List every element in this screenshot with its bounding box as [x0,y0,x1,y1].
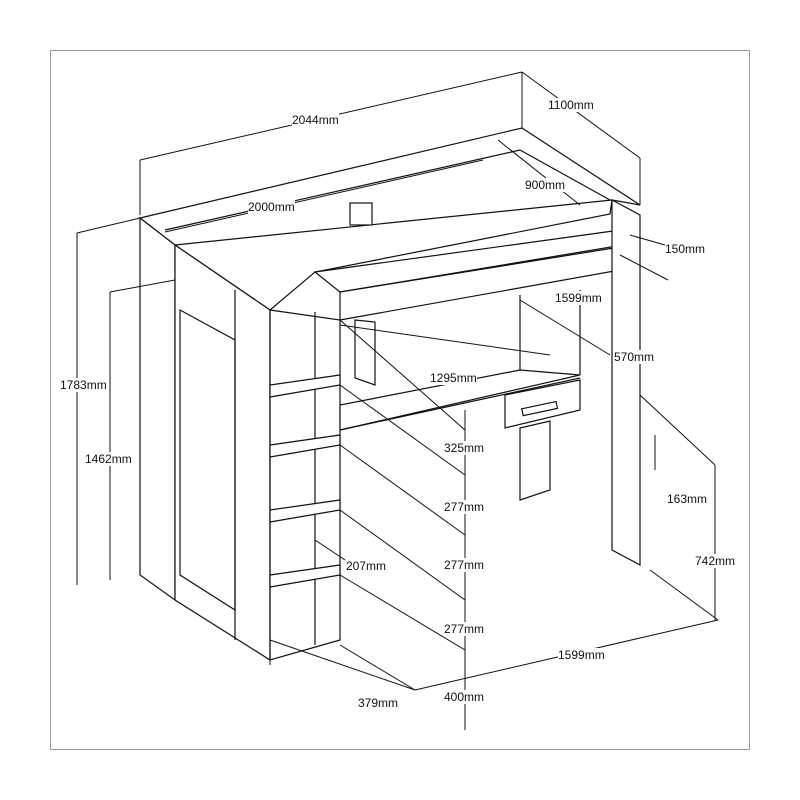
label-shelf-2: 277mm [444,500,485,514]
label-desk-length: 1295mm [430,371,477,385]
drawing-frame [50,50,750,750]
label-mattress-depth: 900mm [525,178,566,192]
label-drawer-height: 163mm [667,492,708,506]
label-shelf-1: 325mm [444,441,485,455]
label-guard-height: 150mm [665,242,706,256]
label-wardrobe-height: 1462mm [85,452,132,466]
label-shelf-depth: 207mm [346,559,387,573]
label-bottom-clearance: 400mm [444,690,485,704]
label-shelf-3: 277mm [444,558,485,572]
dimension-lines [76,71,719,730]
label-overall-length: 2044mm [292,113,339,127]
label-overall-height: 1783mm [60,378,107,392]
label-desk-height: 742mm [695,554,736,568]
label-desk-width-top: 1599mm [555,291,602,305]
label-bottom-width: 1599mm [558,648,605,662]
label-overall-depth: 1100mm [548,98,594,112]
bed-structure [138,127,641,662]
label-wardrobe-depth: 379mm [358,696,399,710]
label-desk-depth: 570mm [614,350,655,364]
label-shelf-4: 277mm [444,622,485,636]
label-mattress-length: 2000mm [248,200,295,214]
